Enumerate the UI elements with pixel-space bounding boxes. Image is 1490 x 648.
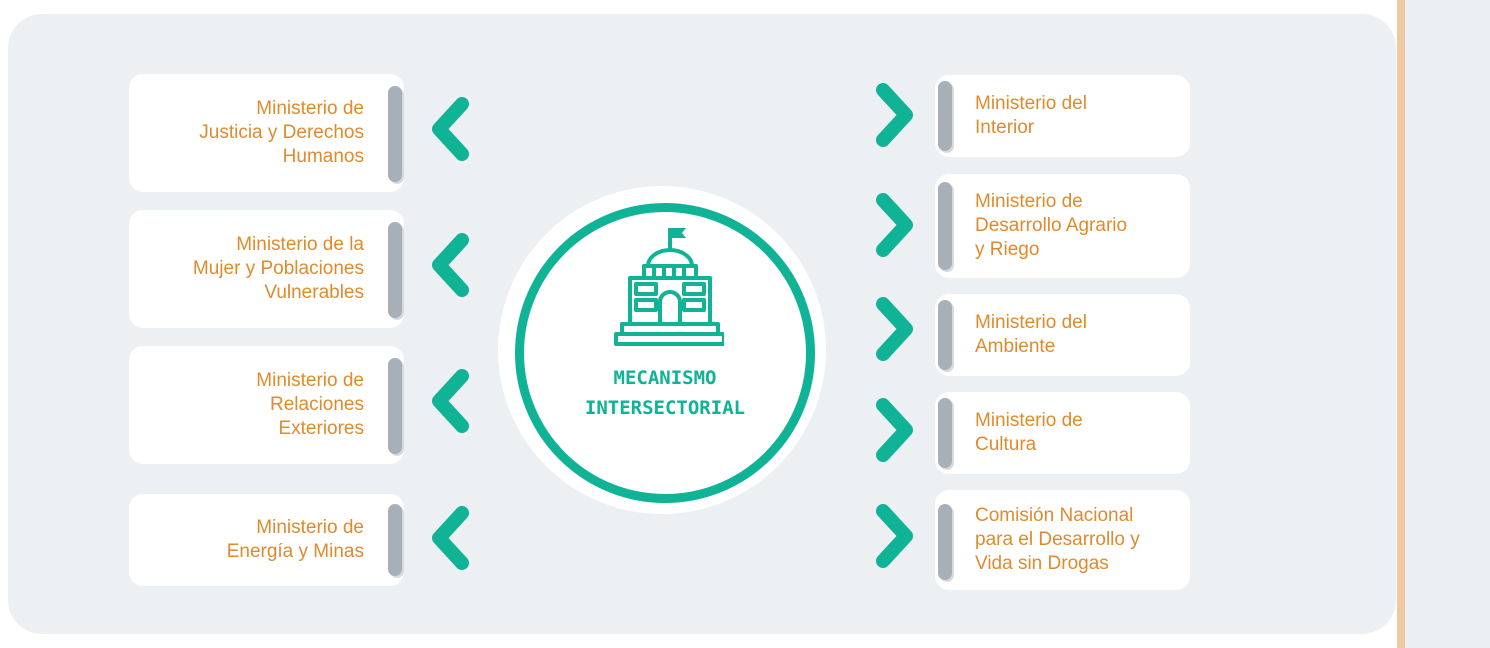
connector-bar	[938, 398, 952, 468]
left-ministry-label: Ministerio de Relaciones Exteriores	[256, 370, 364, 439]
left-ministry-label: Ministerio de Energía y Minas	[226, 517, 364, 562]
right-ministry-card-5: Comisión Nacional para el Desarrollo y V…	[935, 490, 1190, 590]
connector-bar	[938, 300, 952, 370]
right-ministry-card-2: Ministerio de Desarrollo Agrario y Riego	[935, 174, 1190, 278]
right-ministry-card-4: Ministerio de Cultura	[935, 392, 1190, 474]
chevron-left-icon	[432, 369, 469, 433]
connector-bar	[388, 358, 402, 454]
connector-bar	[388, 222, 402, 318]
chevron-right-icon	[876, 504, 913, 568]
right-ministry-card-1: Ministerio del Interior	[935, 75, 1190, 157]
chevron-right-icon	[876, 297, 913, 361]
right-ministry-label: Ministerio de Desarrollo Agrario y Riego	[975, 191, 1128, 260]
left-ministry-card-2: Ministerio de la Mujer y Poblaciones Vul…	[129, 210, 404, 328]
left-ministry-card-1: Ministerio de Justicia y Derechos Humano…	[129, 74, 404, 192]
hub-label: MECANISMO INTERSECTORIAL	[584, 367, 746, 419]
left-ministry-card-4: Ministerio de Energía y Minas	[129, 494, 404, 586]
right-ministry-card-3: Ministerio del Ambiente	[935, 294, 1190, 376]
right-ministry-label: Ministerio del Ambiente	[975, 312, 1087, 357]
connector-bar	[388, 86, 402, 182]
government-building-icon	[614, 228, 724, 346]
chevron-right-icon	[876, 193, 913, 257]
right-ministry-label: Ministerio del Interior	[975, 93, 1087, 138]
chevron-right-icon	[876, 83, 913, 147]
chevron-left-icon	[432, 97, 469, 161]
right-ministry-label: Ministerio de Cultura	[975, 410, 1083, 455]
connector-bar	[388, 504, 402, 576]
left-ministry-card-3: Ministerio de Relaciones Exteriores	[129, 346, 404, 464]
chevron-right-icon	[876, 398, 913, 462]
left-ministry-label: Ministerio de la Mujer y Poblaciones Vul…	[192, 234, 364, 303]
connector-bar	[938, 182, 952, 270]
connector-bar	[938, 81, 952, 151]
connector-bar	[938, 504, 952, 580]
right-ministry-label: Comisión Nacional para el Desarrollo y V…	[975, 505, 1140, 574]
chevron-left-icon	[432, 233, 469, 297]
chevron-left-icon	[432, 506, 469, 570]
side-rail	[1397, 0, 1490, 648]
hub-inner-circle	[515, 203, 815, 503]
left-ministry-label: Ministerio de Justicia y Derechos Humano…	[199, 98, 364, 167]
